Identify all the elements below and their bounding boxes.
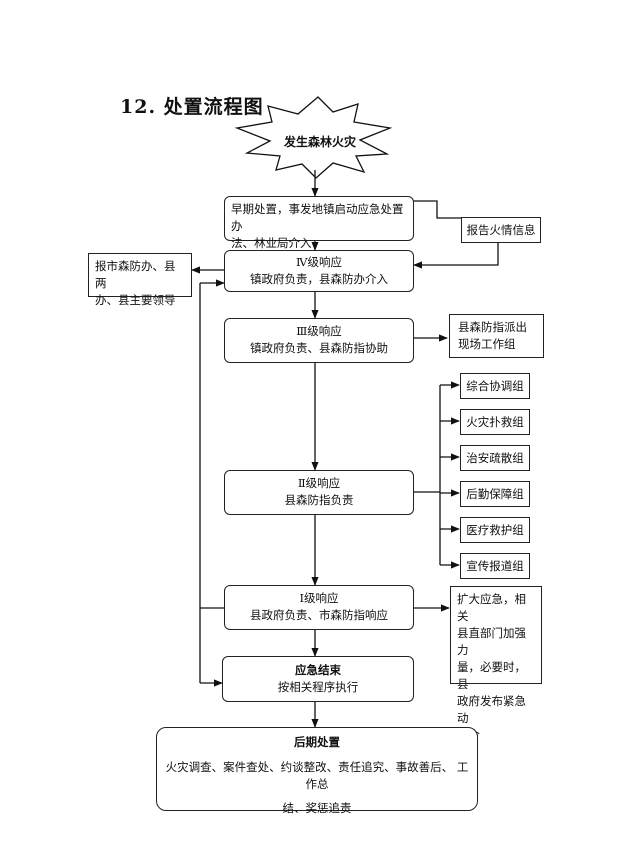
level3-response-box: Ⅲ级响应 镇政府负责、县森防指协助 — [224, 318, 414, 363]
end-desc: 按相关程序执行 — [277, 680, 359, 694]
group-box-2: 火灾扑救组 — [460, 409, 530, 435]
level2-title: Ⅱ级响应 — [297, 476, 341, 490]
group-box-6: 宣传报道组 — [460, 553, 530, 579]
expand-line-2: 县直部门加强力 — [457, 626, 526, 657]
expand-line-3: 量，必要时，县 — [457, 660, 526, 691]
group-box-3: 治安疏散组 — [460, 445, 530, 471]
level3-title: Ⅲ级响应 — [296, 324, 342, 338]
expand-line-4: 政府发布紧急动 — [457, 694, 526, 725]
early-response-box: 早期处置，事发地镇启动应急处置办 法、林业局介入 — [224, 196, 414, 250]
post-title: 后期处置 — [294, 735, 340, 749]
level3-desc: 镇政府负责、县森防指协助 — [250, 341, 388, 355]
work-group-box: 县森防指派出 现场工作组 — [449, 314, 544, 358]
end-title: 应急结束 — [295, 663, 341, 677]
report-leaders-line-1: 报市森防办、县两 — [95, 259, 176, 290]
group-label-1: 综合协调组 — [466, 379, 524, 393]
group-label-2: 火灾扑救组 — [466, 415, 524, 429]
emergency-end-box: 应急结束 按相关程序执行 — [222, 656, 414, 702]
connector-report-fire — [413, 200, 461, 219]
group-label-5: 医疗救护组 — [466, 523, 524, 537]
level2-response-box: Ⅱ级响应 县森防指负责 — [224, 470, 414, 515]
expand-emergency-box: 扩大应急，相关 县直部门加强力 量，必要时，县 政府发布紧急动 员令 — [450, 586, 542, 742]
level1-desc: 县政府负责、市森防指响应 — [250, 608, 388, 622]
post-line-1: 火灾调查、案件查处、约谈整改、责任追究、事故善后、 工作总 — [165, 760, 469, 791]
work-group-line-2: 现场工作组 — [458, 337, 516, 351]
post-disposal-box: 后期处置 火灾调查、案件查处、约谈整改、责任追究、事故善后、 工作总 结、奖惩追… — [156, 727, 478, 815]
report-leaders-box: 报市森防办、县两 办、县主要领导 — [88, 253, 192, 307]
level2-desc: 县森防指负责 — [284, 493, 354, 507]
level1-response-box: Ⅰ级响应 县政府负责、市森防指响应 — [224, 585, 414, 630]
early-line-1: 早期处置，事发地镇启动应急处置办 — [231, 202, 404, 233]
group-box-1: 综合协调组 — [460, 373, 530, 399]
group-box-5: 医疗救护组 — [460, 517, 530, 543]
page-title: 12. 处置流程图 — [120, 96, 264, 118]
report-leaders-line-2: 办、县主要领导 — [95, 293, 176, 307]
arrow-report-fire-level4 — [413, 243, 499, 269]
work-group-line-1: 县森防指派出 — [458, 320, 527, 334]
group-box-4: 后勤保障组 — [460, 481, 530, 507]
group-label-4: 后勤保障组 — [466, 487, 524, 501]
level4-title: Ⅳ级响应 — [296, 255, 342, 269]
level4-response-box: Ⅳ级响应 镇政府负责，县森防办介入 — [224, 250, 414, 292]
post-line-2: 结、奖惩追责 — [282, 801, 352, 815]
level4-desc: 镇政府负责，县森防办介入 — [250, 272, 388, 286]
level1-title: Ⅰ级响应 — [299, 591, 339, 605]
early-line-2: 法、林业局介入 — [231, 236, 312, 250]
report-fire-box: 报告火情信息 — [461, 217, 541, 243]
expand-line-1: 扩大应急，相关 — [457, 592, 526, 623]
group-label-3: 治安疏散组 — [466, 451, 524, 465]
report-fire-label: 报告火情信息 — [466, 223, 536, 237]
start-event-label: 发生森林火灾 — [283, 135, 356, 149]
start-burst-shape — [234, 96, 393, 179]
group-label-6: 宣传报道组 — [466, 559, 524, 573]
